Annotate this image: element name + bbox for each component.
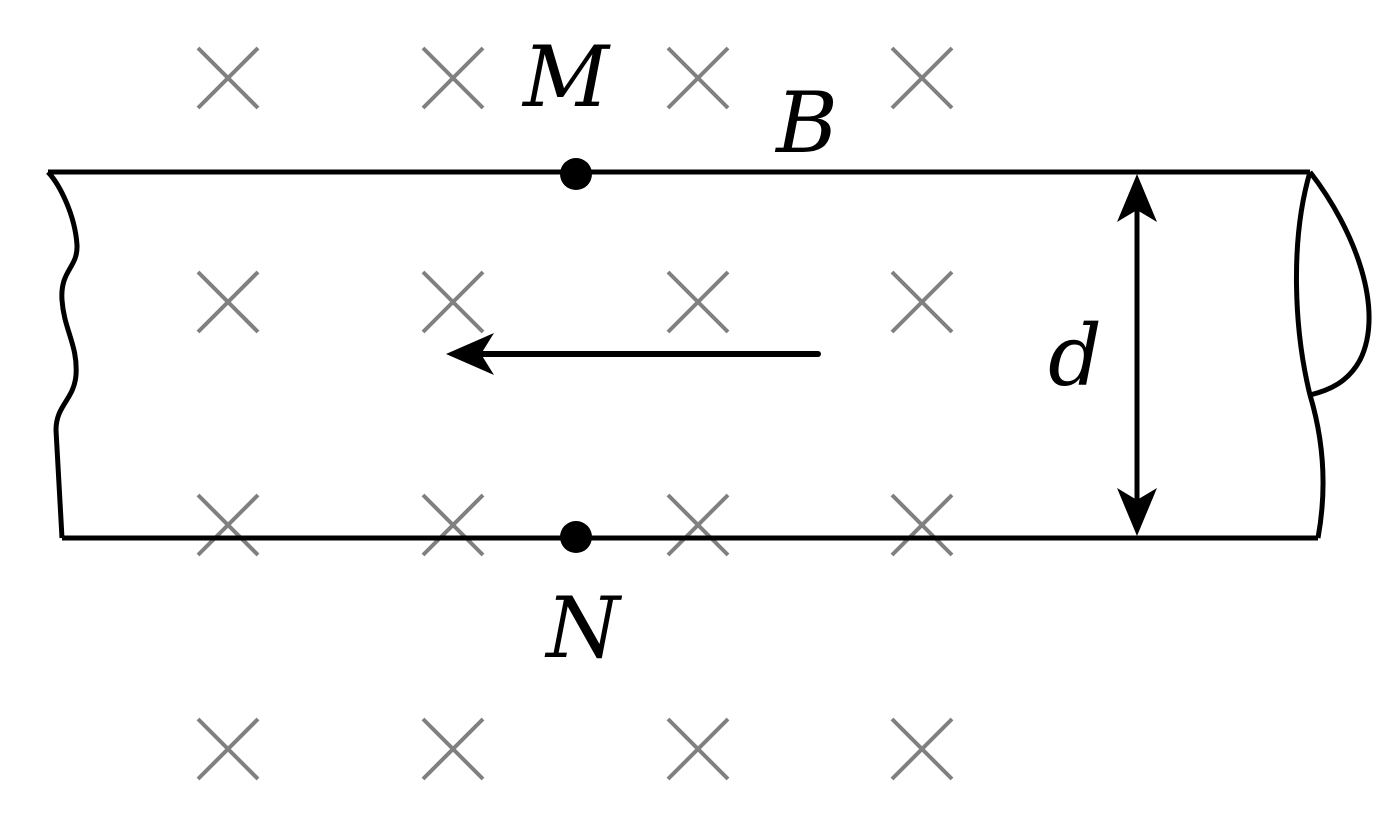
width-arrow-head-bottom xyxy=(1117,488,1157,536)
flow-arrow-head xyxy=(446,333,494,375)
field-cross-icon xyxy=(666,270,730,334)
label-m: M xyxy=(521,28,611,126)
field-cross-icon xyxy=(890,717,954,781)
field-cross-icon xyxy=(196,270,260,334)
field-cross-icon xyxy=(421,270,485,334)
field-cross-icon xyxy=(196,717,260,781)
left-broken-edge xyxy=(46,170,80,539)
field-cross-icon xyxy=(890,270,954,334)
field-cross-icon xyxy=(196,46,260,110)
label-b: B xyxy=(774,74,838,172)
width-arrow-head-top xyxy=(1117,174,1157,222)
field-cross-icon xyxy=(421,46,485,110)
right-broken-edge xyxy=(1294,171,1326,539)
field-cross-icon xyxy=(421,717,485,781)
field-cross-icon xyxy=(666,493,730,557)
conductor-strip xyxy=(46,169,1372,541)
point-m-dot xyxy=(560,158,592,190)
magnetic-field-crosses xyxy=(196,46,954,781)
label-n: N xyxy=(544,579,622,677)
point-n-dot xyxy=(560,521,592,553)
right-curl xyxy=(1308,170,1372,398)
width-dimension-arrow xyxy=(1117,174,1157,536)
field-cross-icon xyxy=(890,493,954,557)
field-cross-icon xyxy=(421,493,485,557)
label-d: d xyxy=(1048,307,1102,405)
flow-arrow xyxy=(446,333,821,375)
field-cross-icon xyxy=(890,46,954,110)
field-cross-icon xyxy=(196,493,260,557)
field-cross-icon xyxy=(666,46,730,110)
field-cross-icon xyxy=(666,717,730,781)
